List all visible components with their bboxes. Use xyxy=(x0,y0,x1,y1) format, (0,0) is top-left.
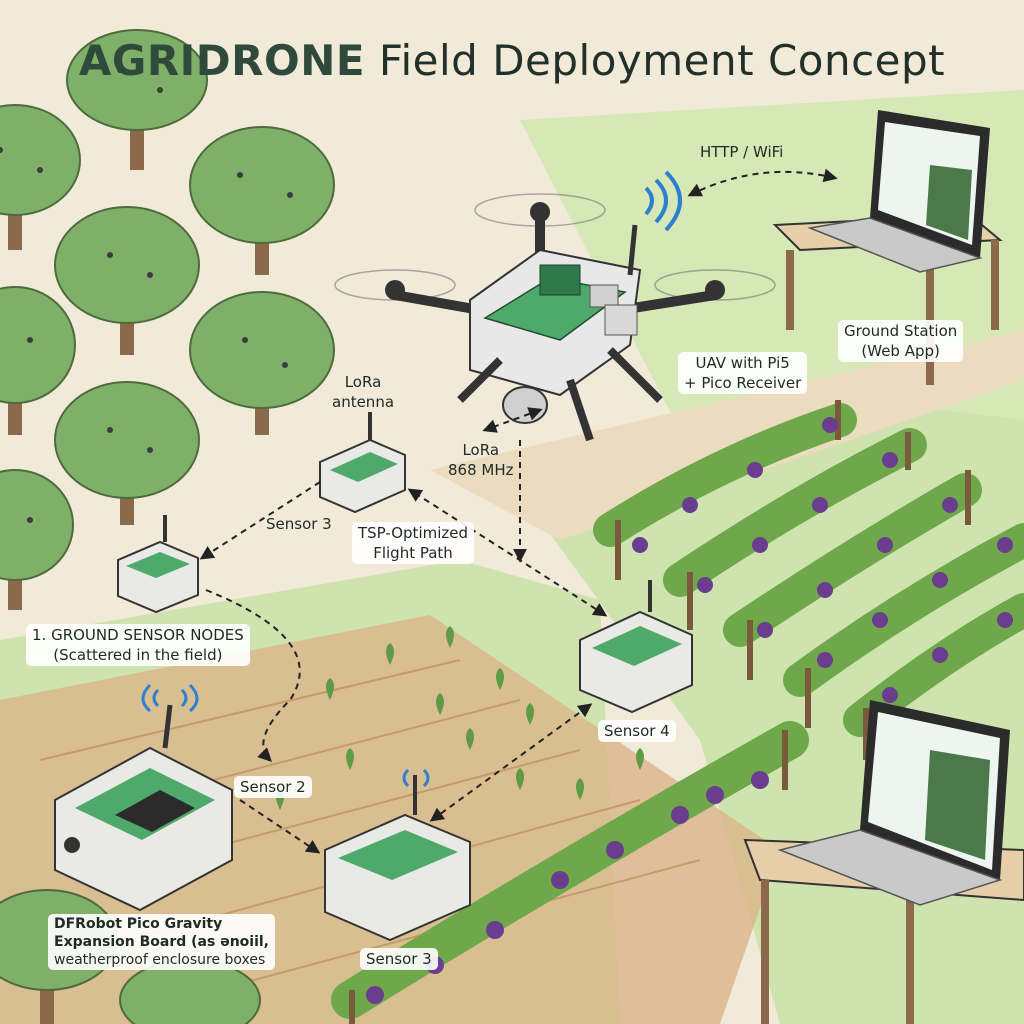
sensor-box-icon xyxy=(324,768,471,942)
http-wifi-label: HTTP / WiFi xyxy=(700,143,784,161)
lora-antenna-label: LoRa antenna xyxy=(332,373,395,411)
sensor-box-icon xyxy=(54,683,233,912)
laptop-icon xyxy=(807,110,990,273)
wifi-signal-icon xyxy=(141,683,199,713)
tsp-flight-path-label: TSP-Optimized Flight Path xyxy=(352,522,475,564)
sensor-box-icon xyxy=(117,515,199,614)
lora-frequency-label: LoRa 868 MHz xyxy=(448,441,514,479)
laptop-icon xyxy=(777,700,1010,906)
olive-tree-icon xyxy=(189,291,335,435)
olive-tree-icon xyxy=(0,469,74,610)
drone-icon xyxy=(334,170,776,442)
ground-station-label: Ground Station (Web App) xyxy=(838,320,964,362)
dirt-path xyxy=(430,330,1024,540)
ground-sensor-nodes-label: 1. GROUND SENSOR NODES (Scattered in the… xyxy=(26,624,250,666)
sensor-box-icon xyxy=(319,412,406,514)
flight-path-arrows xyxy=(199,168,838,854)
grapevine-icon xyxy=(593,403,857,547)
olive-tree-icon xyxy=(54,206,200,355)
sensor-2-label: Sensor 2 xyxy=(234,776,312,798)
wifi-signal-icon xyxy=(644,170,682,232)
olive-tree-icon xyxy=(0,286,76,435)
dfrobot-board-label: DFRobot Pico Gravity Expansion Board (as… xyxy=(48,914,276,970)
uav-label: UAV with Pi5 + Pico Receiver xyxy=(678,352,808,394)
sensor-3-top-label: Sensor 3 xyxy=(266,515,332,533)
olive-tree-icon xyxy=(0,104,81,250)
olive-tree-icon xyxy=(66,29,208,170)
ground-station-top xyxy=(772,110,1003,385)
wifi-signal-icon xyxy=(402,768,430,788)
title-brand: AGRIDRONE xyxy=(78,36,366,85)
olive-tree-icon xyxy=(189,126,335,275)
page-title: AGRIDRONE Field Deployment Concept xyxy=(0,36,1024,85)
sensor-box-icon xyxy=(579,580,693,714)
olive-tree-icon xyxy=(54,381,200,525)
sensor-4-label: Sensor 4 xyxy=(598,720,676,742)
grapevine-icon xyxy=(723,473,982,647)
ground-station-bottom xyxy=(743,700,1024,1024)
grapevine-icon xyxy=(663,428,927,597)
title-rest: Field Deployment Concept xyxy=(378,36,946,85)
sensor-3-bottom-label: Sensor 3 xyxy=(360,948,438,970)
